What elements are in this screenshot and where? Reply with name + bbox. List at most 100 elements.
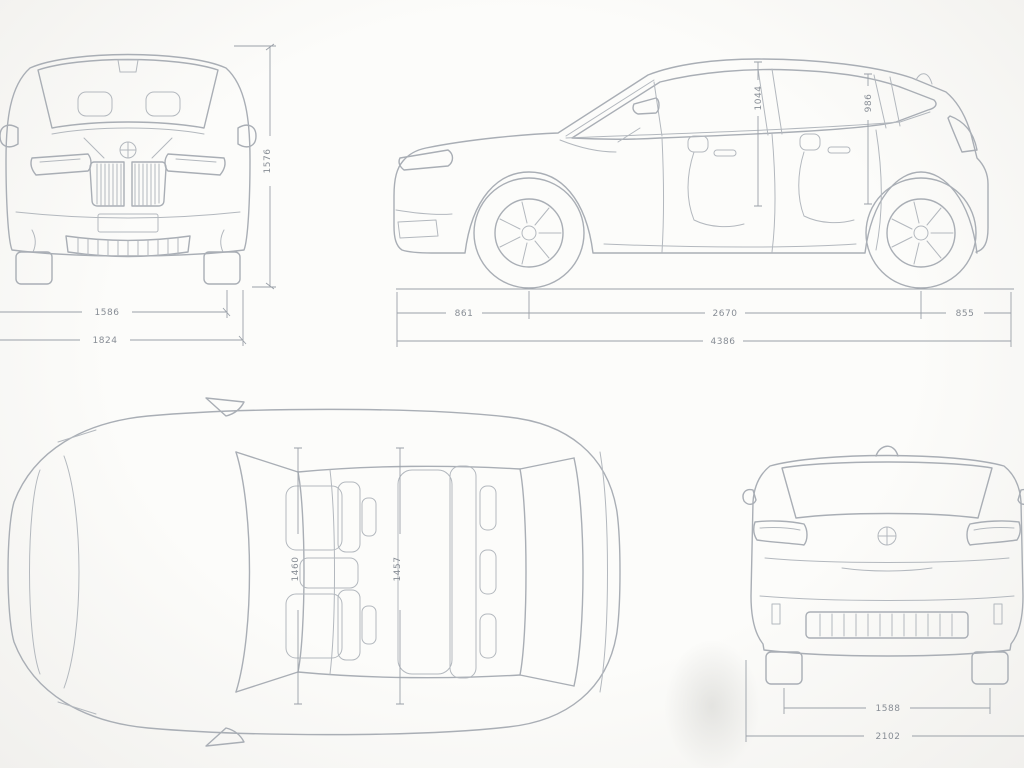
dim-side-front-headroom: 1044 (754, 61, 764, 207)
tailgate-crease (764, 557, 1010, 563)
lower-air-intake (65, 235, 191, 258)
dim-label-front-height: 1576 (263, 149, 273, 174)
rear-diffuser (805, 611, 969, 639)
dim-label-overall-length: 4386 (711, 337, 736, 347)
hood-contour (63, 455, 80, 689)
kidney-grille (89, 161, 167, 207)
dim-label-front-interior-width: 1460 (291, 557, 301, 582)
front-wheel (473, 177, 585, 289)
dim-label-rear-track: 1588 (876, 704, 901, 714)
top-mirror-right (205, 727, 245, 747)
rear-door-cut (875, 129, 882, 251)
door-handle-front (713, 149, 737, 157)
front-wheel-right (203, 251, 241, 285)
dim-label-rear-overhang: 855 (956, 309, 975, 319)
front-door-cut (661, 137, 664, 253)
front-seat-passenger (285, 589, 377, 661)
front-view: 1576 1586 1824 (0, 43, 276, 346)
top-view: 1460 1457 (7, 397, 621, 747)
dim-label-front-headroom: 1044 (754, 86, 764, 111)
taillight-left (752, 520, 808, 546)
top-roof (297, 465, 521, 679)
top-body-outline (7, 408, 621, 736)
beltline (565, 111, 931, 139)
corner-vent-right (220, 229, 225, 253)
door-handle-rear (827, 146, 851, 154)
dim-top-rear-width: 1457 (393, 447, 404, 705)
dim-label-wheelbase: 2670 (713, 309, 738, 319)
rear-roundel (877, 526, 897, 546)
rear-bench-seat (397, 465, 497, 679)
headrest-right (145, 91, 181, 117)
side-view: 1044 986 861 2670 855 4386 (393, 58, 1014, 347)
dim-label-rear-headroom: 986 (864, 94, 874, 113)
rear-mirror-left (742, 488, 757, 505)
dim-front-width: 1824 (0, 290, 247, 346)
glasshouse (571, 68, 937, 140)
b-pillar (757, 68, 783, 136)
front-seat-driver (285, 481, 377, 553)
front-windshield (37, 58, 219, 129)
ground-shadow (664, 640, 760, 768)
c-pillar (873, 74, 901, 129)
rocker-line (603, 243, 857, 248)
front-bumper-line (395, 209, 453, 215)
top-windshield (235, 451, 305, 693)
front-seat-profile (687, 135, 745, 228)
reflector-left (771, 603, 781, 625)
front-wheel-left (15, 251, 53, 285)
dim-label-front-overhang: 861 (455, 309, 474, 319)
hood-crease-left (83, 137, 105, 159)
front-bumper-intake (397, 219, 439, 239)
front-body-outline (5, 53, 251, 257)
side-mirror-left (0, 124, 19, 148)
dim-rear-width: 2102 (745, 660, 1024, 742)
rear-antenna-fin (875, 445, 899, 457)
front-bumper-contour (29, 469, 41, 675)
rear-body-outline (750, 454, 1024, 657)
dim-side-bottom: 861 2670 855 4386 (396, 291, 1012, 347)
top-mirror-left (205, 397, 245, 417)
rear-wheel-left (765, 651, 803, 685)
dashboard-line (559, 127, 641, 153)
side-mirror (632, 97, 660, 115)
bumper-top-line (759, 595, 1015, 601)
rearview-mirror (117, 59, 139, 73)
dim-label-front-width: 1824 (93, 336, 118, 346)
dim-label-front-track: 1586 (95, 308, 120, 318)
rear-mirror-right (1017, 488, 1024, 505)
top-rear-window (519, 451, 608, 693)
bmw-roundel (119, 141, 137, 159)
hood-line (51, 127, 205, 135)
dim-front-height: 1576 (234, 43, 276, 290)
reflector-right (993, 603, 1003, 625)
headlight-right (164, 153, 226, 176)
dim-label-rear-width: 2102 (876, 732, 901, 742)
side-mirror-right (237, 124, 257, 148)
rear-view: 1588 2102 (664, 445, 1024, 768)
a-pillar-inner (565, 79, 663, 137)
door-split-cut (771, 133, 776, 253)
center-console (299, 557, 359, 589)
corner-vent-left (31, 229, 36, 253)
license-plate (97, 213, 159, 233)
dim-top-front-width: 1460 (291, 447, 302, 705)
rear-wheel (865, 177, 977, 289)
headlight-left (30, 153, 92, 176)
roof-antenna-fin (915, 73, 933, 85)
rear-seat-profile (798, 133, 855, 224)
dim-front-track: 1586 (0, 290, 231, 318)
headrest-left (77, 91, 113, 117)
rear-wheel-right (971, 651, 1009, 685)
dim-side-rear-headroom: 986 (864, 73, 874, 205)
top-headlight-right (57, 701, 97, 715)
taillight-right (966, 520, 1022, 546)
dim-rear-track: 1588 (783, 688, 991, 714)
rear-window (781, 461, 993, 519)
tailgate-handle-line (841, 567, 933, 572)
side-body-outline (393, 58, 989, 254)
side-headlight (398, 149, 454, 171)
hood-crease-right (151, 137, 173, 159)
